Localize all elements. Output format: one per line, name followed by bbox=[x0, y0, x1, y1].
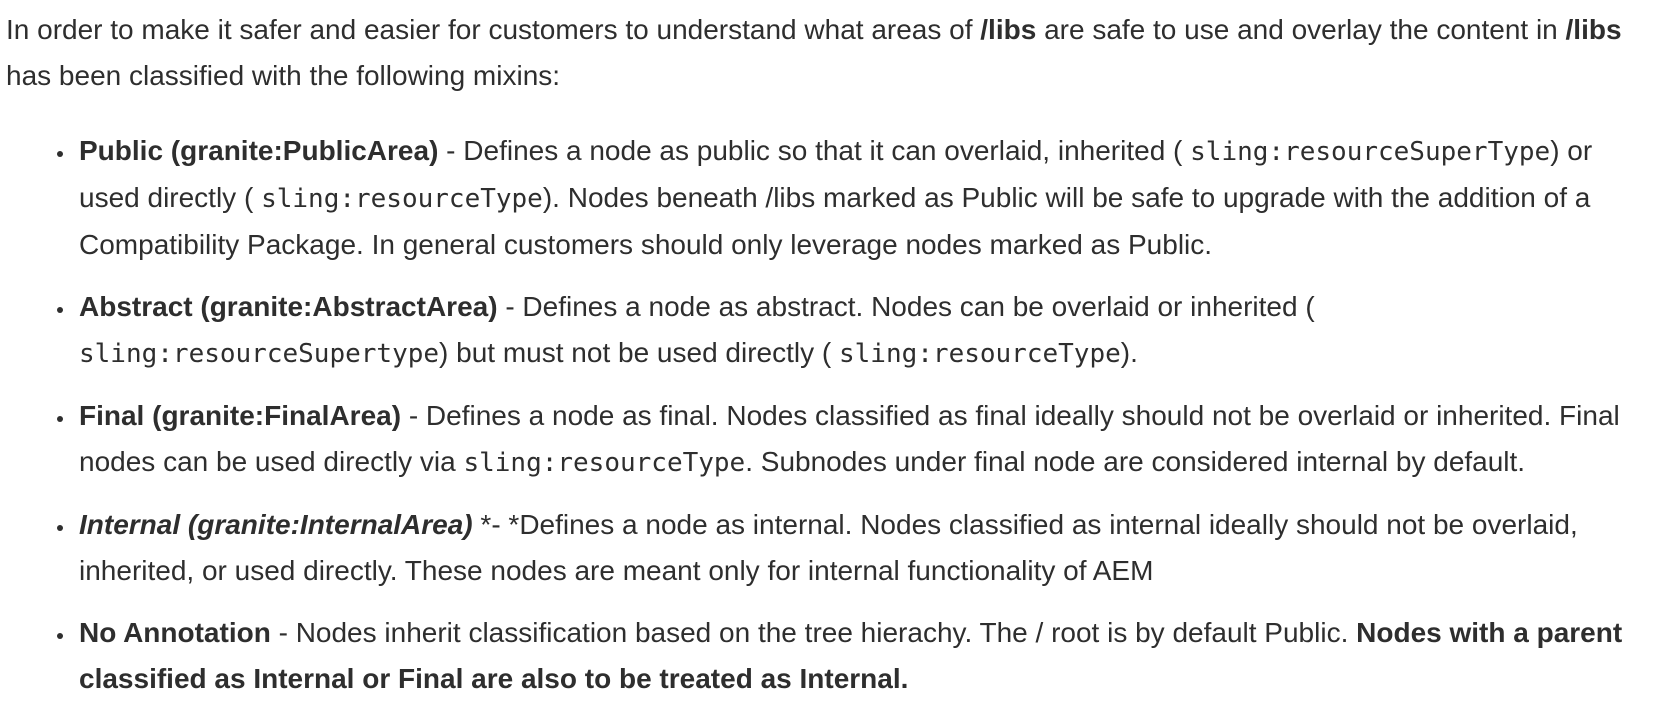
text-run-bold: /libs bbox=[1565, 14, 1622, 45]
text-run-bold: Public (granite:PublicArea) bbox=[79, 135, 439, 166]
text-run-normal: - Defines a node as abstract. Nodes can … bbox=[497, 291, 1315, 322]
text-run-bold: No Annotation bbox=[79, 617, 271, 648]
list-item-no-annotation: No Annotation - Nodes inherit classifica… bbox=[76, 610, 1646, 702]
text-run-normal: *- *Defines a node as internal. Nodes cl… bbox=[79, 509, 1578, 586]
text-run-normal: - Nodes inherit classification based on … bbox=[270, 617, 1357, 648]
text-run-code: sling:resourceType bbox=[261, 184, 543, 214]
list-item-internal: Internal (granite:InternalArea) *- *Defi… bbox=[76, 502, 1646, 594]
text-run-bold: Abstract (granite:AbstractArea) bbox=[79, 291, 498, 322]
text-run-normal: . Subnodes under final node are consider… bbox=[745, 446, 1526, 477]
list-item-public: Public (granite:PublicArea) - Defines a … bbox=[76, 128, 1646, 268]
text-run-normal: has been classified with the following m… bbox=[6, 60, 561, 91]
text-run-code: sling:resourceType bbox=[839, 339, 1121, 369]
text-run-bold: /libs bbox=[980, 14, 1037, 45]
text-run-code: sling:resourceSupertype bbox=[79, 339, 440, 369]
document-content: In order to make it safer and easier for… bbox=[6, 7, 1646, 702]
text-run-normal: - Defines a node as public so that it ca… bbox=[438, 135, 1191, 166]
text-run-code: sling:resourceSuperType bbox=[1190, 137, 1551, 167]
text-run-normal: ). Nodes beneath /libs marked as Public … bbox=[79, 182, 1591, 260]
text-run-bold: Nodes with a parent classified as Intern… bbox=[79, 617, 1623, 694]
text-run-normal: - Defines a node as final. Nodes classif… bbox=[79, 400, 1620, 477]
text-run-bold: Final (granite:FinalArea) bbox=[79, 400, 402, 431]
mixin-list: Public (granite:PublicArea) - Defines a … bbox=[6, 128, 1646, 702]
text-run-normal: ) or used directly ( bbox=[79, 135, 1593, 213]
text-run-normal: are safe to use and overlay the content … bbox=[1036, 14, 1566, 45]
list-item-final: Final (granite:FinalArea) - Defines a no… bbox=[76, 393, 1646, 486]
text-run-bolditalic: Internal (granite:InternalArea) bbox=[79, 509, 473, 540]
text-run-code: sling:resourceType bbox=[463, 448, 746, 478]
text-run-normal: In order to make it safer and easier for… bbox=[6, 14, 981, 45]
text-run-normal: ) but must not be used directly ( bbox=[439, 337, 839, 368]
intro-paragraph: In order to make it safer and easier for… bbox=[6, 7, 1646, 99]
text-run-normal: ). bbox=[1120, 337, 1138, 368]
list-item-abstract: Abstract (granite:AbstractArea) - Define… bbox=[76, 284, 1646, 377]
